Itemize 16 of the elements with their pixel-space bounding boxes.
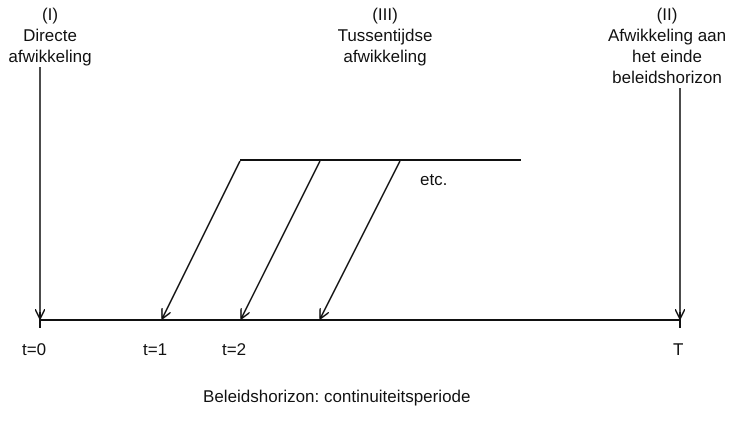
- tick-label: t=1: [143, 340, 168, 360]
- heading-text: (I) Directe afwikkeling: [0, 4, 100, 67]
- axis-caption: Beleidshorizon: continuiteitsperiode: [203, 387, 470, 407]
- timeline-axis: [40, 319, 681, 321]
- arrow: [674, 88, 686, 320]
- tick-label: T: [673, 340, 684, 360]
- heading-text: (III) Tussentijdse afwikkeling: [325, 4, 445, 67]
- tick-label: t=2: [222, 340, 246, 360]
- arrow: [319, 160, 401, 320]
- arrow: [34, 67, 46, 320]
- horizontal-line: [240, 159, 521, 161]
- heading-text: (II) Afwikkeling aan het einde beleidshorizon: [605, 4, 729, 88]
- annotation-text: etc.: [420, 170, 448, 190]
- arrow: [240, 160, 321, 320]
- tick-label: t=0: [22, 340, 46, 360]
- arrow: [161, 160, 241, 320]
